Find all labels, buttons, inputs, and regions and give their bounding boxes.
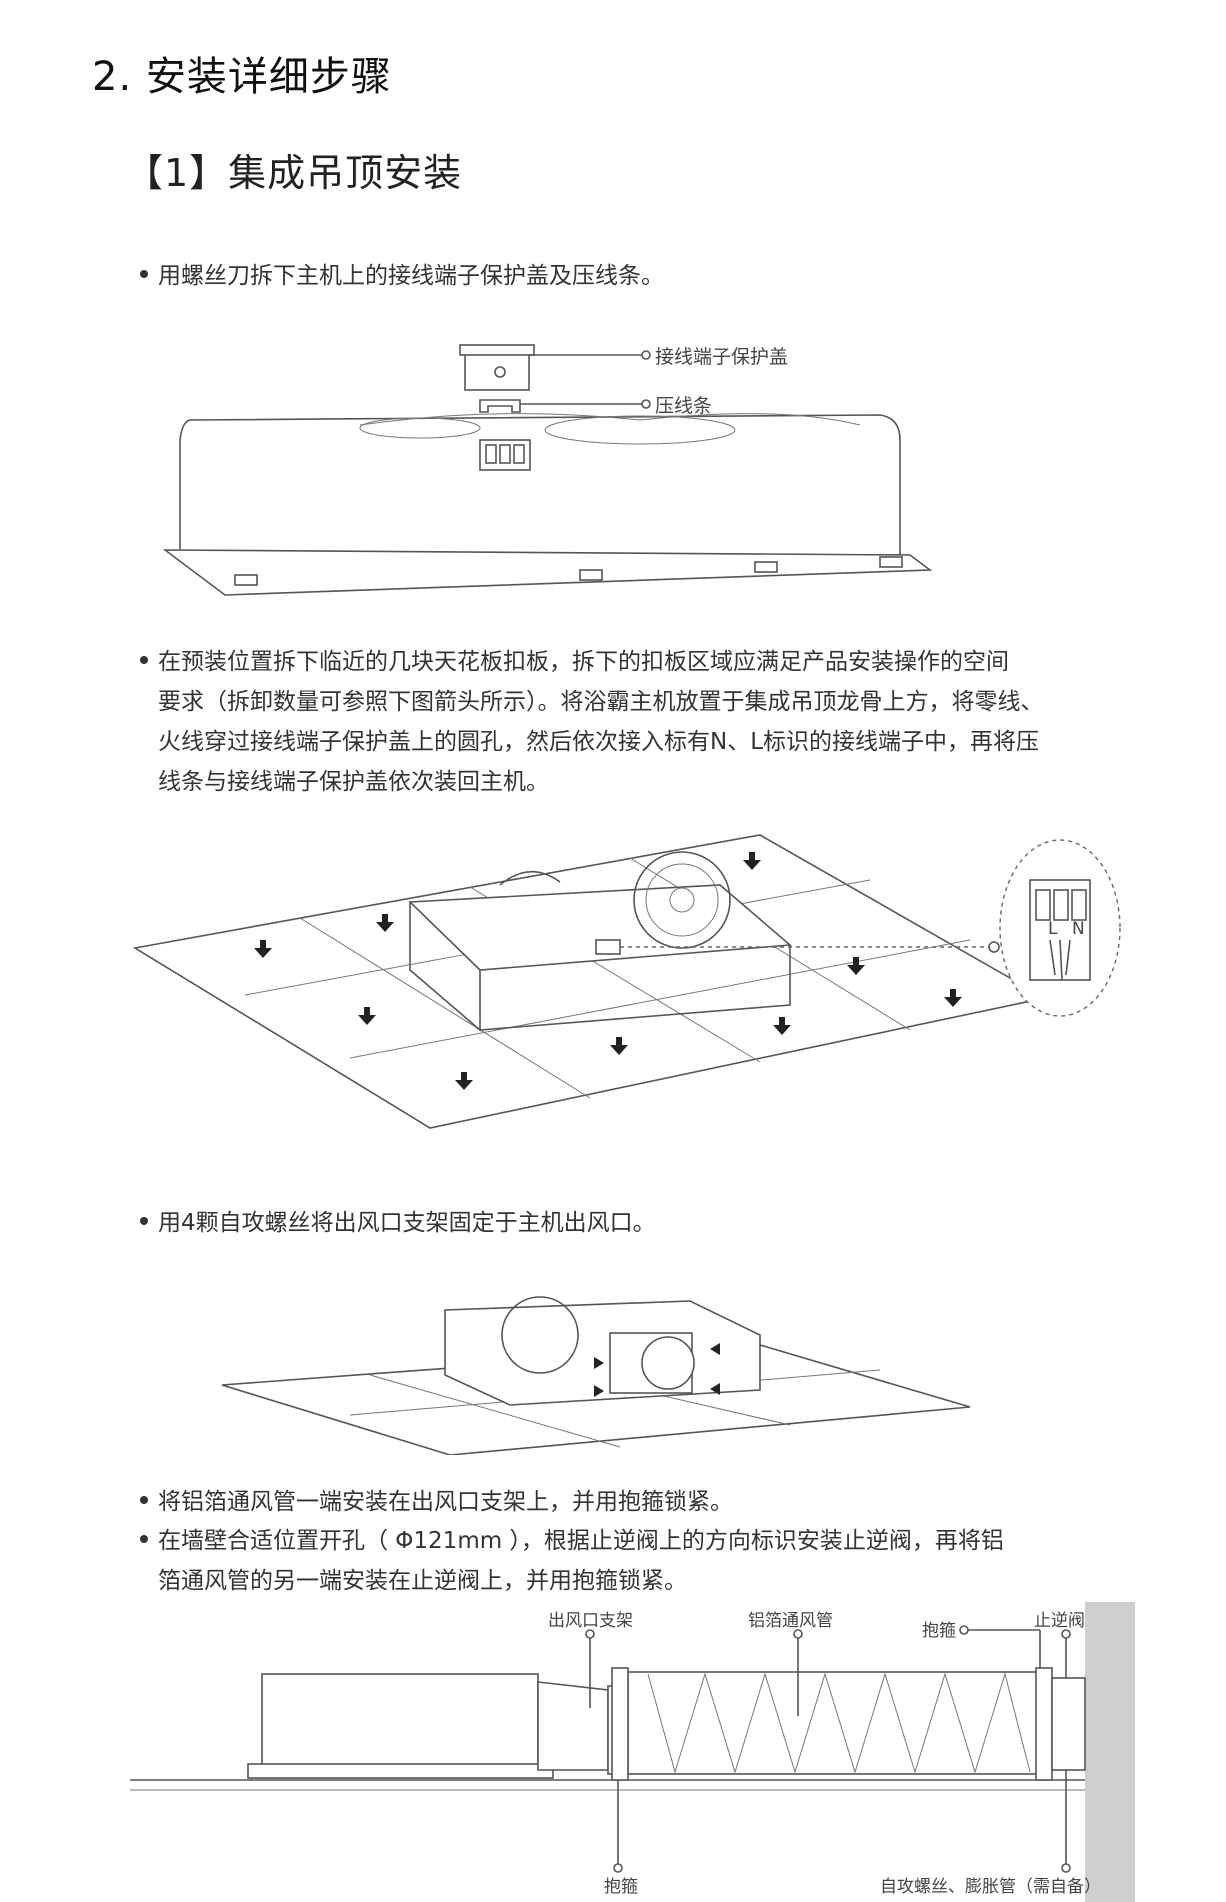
callout-clamp-right: 抱箍 bbox=[922, 1621, 956, 1641]
host-flange bbox=[162, 549, 933, 596]
bullet-icon bbox=[140, 1534, 148, 1543]
step-5: 在墙壁合适位置开孔（ Φ121mm ），根据止逆阀上的方向标识安装止逆阀，再将铝… bbox=[140, 1521, 1140, 1601]
callout-screws: 自攻螺丝、膨胀管（需自备） bbox=[880, 1877, 1101, 1897]
bullet-icon bbox=[140, 655, 148, 664]
figure-outlet-bracket-mounting bbox=[221, 1296, 971, 1455]
outlet-bracket bbox=[537, 1681, 609, 1771]
screw-arrow-icons bbox=[594, 1343, 720, 1397]
step-2: 在预装位置拆下临近的几块天花板扣板，拆下的扣板区域应满足产品安装操作的空间 要求… bbox=[140, 642, 1150, 802]
terminal-cover-part bbox=[464, 349, 530, 391]
removal-arrow-icons bbox=[254, 852, 962, 1090]
clamp-left bbox=[611, 1667, 629, 1781]
callout-clamp-left: 抱箍 bbox=[604, 1877, 638, 1897]
wire-clamp-part bbox=[479, 399, 521, 413]
ceiling-grid bbox=[132, 834, 1048, 1129]
clamp-right bbox=[1035, 1667, 1053, 1781]
figure-duct-installation: 出风口支架 铝箔通风管 抱箍 止逆阀 抱箍 自攻螺丝、膨胀管（需自备） bbox=[130, 1602, 1135, 1902]
step-4: 将铝箔通风管一端安装在出风口支架上，并用抱箍锁紧。 bbox=[140, 1482, 1130, 1522]
callout-aluminum-duct: 铝箔通风管 bbox=[748, 1611, 833, 1631]
subsection-heading: 【1】集成吊顶安装 bbox=[125, 151, 463, 195]
fan-icon bbox=[501, 1296, 579, 1374]
air-outlet bbox=[641, 1336, 695, 1390]
bullet-icon bbox=[140, 269, 148, 278]
bullet-icon bbox=[140, 1495, 148, 1504]
step-1: 用螺丝刀拆下主机上的接线端子保护盖及压线条。 bbox=[140, 256, 1130, 296]
figure-ceiling-panels-removal: L N bbox=[132, 834, 1121, 1129]
callout-terminal-cover: 接线端子保护盖 bbox=[655, 346, 788, 368]
step-3: 用4颗自攻螺丝将出风口支架固定于主机出风口。 bbox=[140, 1203, 1130, 1243]
check-valve bbox=[1051, 1677, 1086, 1771]
terminal-label-n: N bbox=[1072, 919, 1085, 939]
aluminum-duct bbox=[627, 1671, 1039, 1775]
callout-outlet-bracket: 出风口支架 bbox=[548, 1611, 633, 1631]
terminal-label-l: L bbox=[1048, 919, 1058, 939]
fan-icon bbox=[633, 851, 731, 949]
callout-check-valve: 止逆阀 bbox=[1034, 1611, 1085, 1631]
bullet-icon bbox=[140, 1216, 148, 1225]
host-unit bbox=[261, 1673, 539, 1775]
callout-wire-clamp: 压线条 bbox=[655, 395, 712, 417]
figure-remove-terminal-cover: 接线端子保护盖 压线条 bbox=[162, 344, 933, 596]
section-heading: 2. 安装详细步骤 bbox=[92, 54, 392, 100]
wall bbox=[1085, 1602, 1135, 1902]
host-housing bbox=[179, 414, 901, 561]
